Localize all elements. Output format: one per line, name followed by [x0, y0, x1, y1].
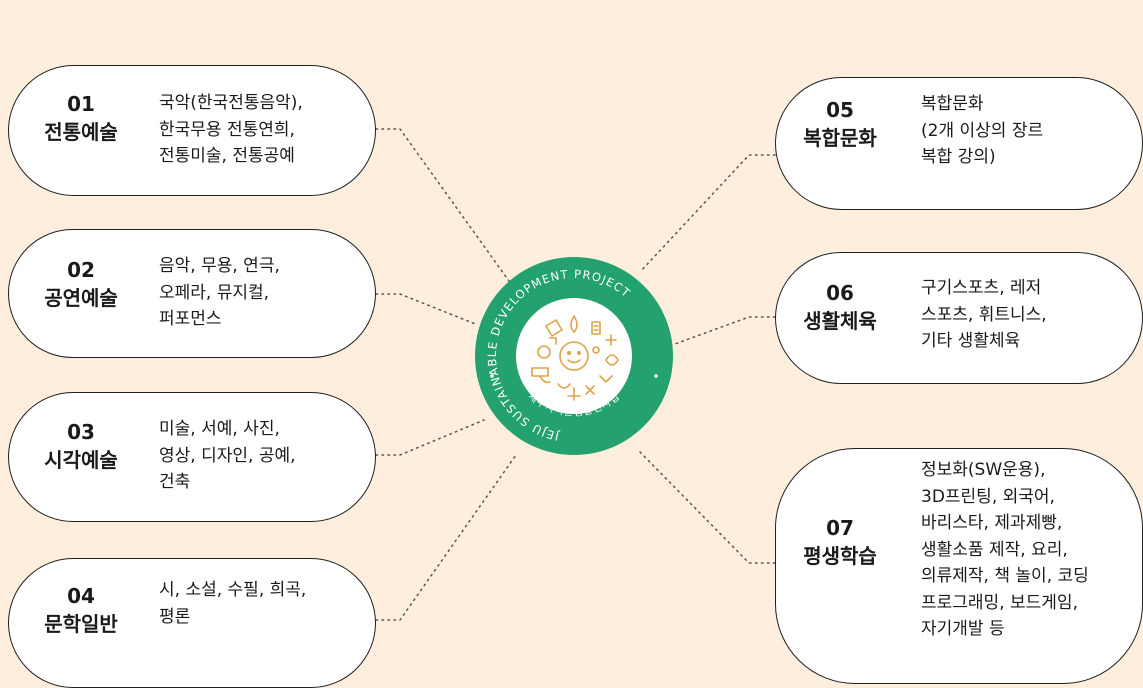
category-description: 정보화(SW운용), 3D프린팅, 외국어, 바리스타, 제과제빵, 생활소품 …	[921, 460, 1089, 639]
drop-icon	[570, 315, 578, 333]
category-pill-05: 05 복합문화 복합문화 (2개 이상의 장르 복합 강의)	[775, 77, 1143, 210]
ring-dot-left	[490, 374, 494, 378]
category-number: 03	[67, 420, 95, 444]
wave-icon	[539, 375, 551, 384]
ring-dot-right	[654, 374, 658, 378]
gear-icon	[537, 345, 551, 359]
category-description: 미술, 서예, 사진, 영상, 디자인, 공예, 건축	[159, 419, 296, 492]
category-pill-04: 04 문학일반 시, 소설, 수필, 희곡, 평론	[8, 558, 376, 688]
jeju-emblem-logo: JEJU SUSTAINABLE DEVELOPMENT PROJECT 제주지…	[475, 257, 673, 455]
flower-icon	[592, 346, 600, 354]
person-icon	[567, 387, 581, 401]
category-title: 공연예술	[44, 286, 118, 310]
category-heading: 01 전통예술	[29, 90, 133, 146]
category-title: 문학일반	[44, 612, 118, 636]
category-number: 01	[67, 92, 95, 116]
category-description: 복합문화 (2개 이상의 장르 복합 강의)	[921, 94, 1044, 167]
category-pill-02: 02 공연예술 음악, 무용, 연극, 오페라, 뮤지컬, 퍼포먼스	[8, 229, 376, 358]
category-description: 구기스포츠, 레저 스포츠, 휘트니스, 기타 생활체육	[921, 278, 1047, 351]
bus-icon	[531, 367, 549, 377]
category-heading: 06 생활체육	[784, 279, 896, 335]
connector-03	[375, 419, 485, 456]
bowl-icon	[557, 383, 571, 389]
category-heading: 05 복합문화	[784, 96, 896, 152]
house-icon	[549, 337, 557, 345]
category-number: 05	[826, 98, 854, 122]
plant-icon	[599, 375, 613, 383]
tools-icon	[585, 385, 595, 395]
category-description: 음악, 무용, 연극, 오페라, 뮤지컬, 퍼포먼스	[159, 256, 280, 329]
category-title: 전통예술	[44, 120, 118, 144]
plus-icon	[605, 334, 617, 346]
category-number: 02	[67, 258, 95, 282]
category-title: 생활체육	[803, 309, 877, 333]
category-number: 04	[67, 584, 95, 608]
book-icon	[591, 321, 601, 335]
category-pill-01: 01 전통예술 국악(한국전통음악), 한국무용 전통연희, 전통미술, 전통공…	[8, 65, 376, 196]
connector-05	[639, 154, 776, 273]
category-heading: 02 공연예술	[29, 256, 133, 312]
emblem-icon-cluster	[531, 315, 619, 401]
connector-04	[375, 454, 517, 621]
category-heading: 07 평생학습	[784, 514, 896, 570]
category-title: 평생학습	[803, 544, 877, 568]
palette-icon	[545, 319, 563, 337]
connector-01	[375, 128, 515, 289]
category-pill-06: 06 생활체육 구기스포츠, 레저 스포츠, 휘트니스, 기타 생활체육	[775, 252, 1143, 384]
category-title: 시각예술	[44, 448, 118, 472]
category-heading: 03 시각예술	[29, 418, 133, 474]
connector-07	[639, 451, 776, 564]
category-description: 국악(한국전통음악), 한국무용 전통연희, 전통미술, 전통공예	[159, 93, 303, 166]
connector-02	[375, 293, 479, 326]
category-description: 시, 소설, 수필, 희곡, 평론	[159, 580, 307, 627]
category-pill-07: 07 평생학습 정보화(SW운용), 3D프린팅, 외국어, 바리스타, 제과제…	[775, 448, 1143, 684]
category-number: 06	[826, 281, 854, 305]
emblem-inner-disc	[516, 298, 632, 414]
category-number: 07	[826, 516, 854, 540]
category-heading: 04 문학일반	[29, 582, 133, 638]
category-title: 복합문화	[803, 126, 877, 150]
connector-06	[663, 316, 776, 349]
sun-face-icon	[559, 341, 589, 371]
leaf-icon	[605, 354, 619, 366]
category-pill-03: 03 시각예술 미술, 서예, 사진, 영상, 디자인, 공예, 건축	[8, 392, 376, 522]
